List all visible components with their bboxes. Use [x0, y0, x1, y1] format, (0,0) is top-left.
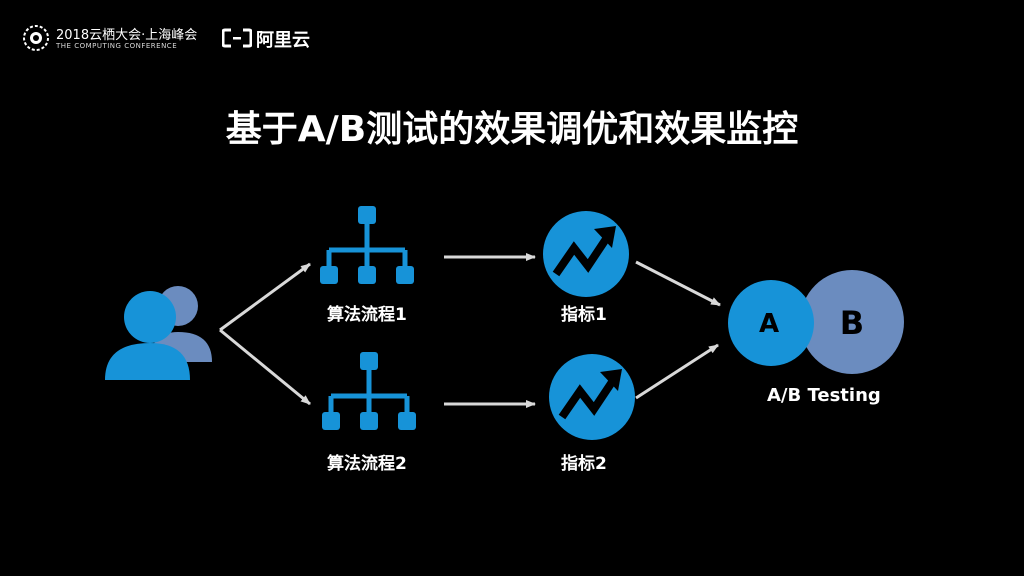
pipeline-1-org-chart-icon	[320, 206, 414, 284]
conference-title: 2018云栖大会·上海峰会	[56, 28, 198, 43]
letter-a: A	[759, 309, 779, 339]
metric-1-trend-up-icon	[543, 211, 629, 297]
users-icon	[105, 286, 212, 380]
arrow-metric-2-to-ab	[635, 343, 719, 400]
metric-1-label: 指标1	[561, 305, 607, 325]
conference-subtitle: THE COMPUTING CONFERENCE	[56, 42, 178, 50]
slide-title: 基于A/B测试的效果调优和效果监控	[225, 109, 799, 150]
conference-logo-icon	[23, 25, 49, 51]
circle-b	[800, 270, 904, 374]
aliyun-logo-icon	[222, 28, 252, 48]
pipeline-2-label: 算法流程2	[327, 454, 407, 474]
letter-b: B	[840, 304, 864, 342]
arrow-users-to-pipeline-1	[219, 262, 311, 332]
arrow-users-to-pipeline-2	[219, 328, 311, 406]
circle-a	[728, 280, 814, 366]
metric-2-trend-up-icon	[549, 354, 635, 440]
pipeline-2-org-chart-icon	[322, 352, 416, 430]
pipeline-1-label: 算法流程1	[327, 305, 407, 325]
brand-name: 阿里云	[256, 30, 310, 51]
ab-testing-label: A/B Testing	[767, 385, 881, 406]
metric-2-label: 指标2	[561, 454, 607, 474]
arrow-metric-1-to-ab	[635, 260, 721, 307]
